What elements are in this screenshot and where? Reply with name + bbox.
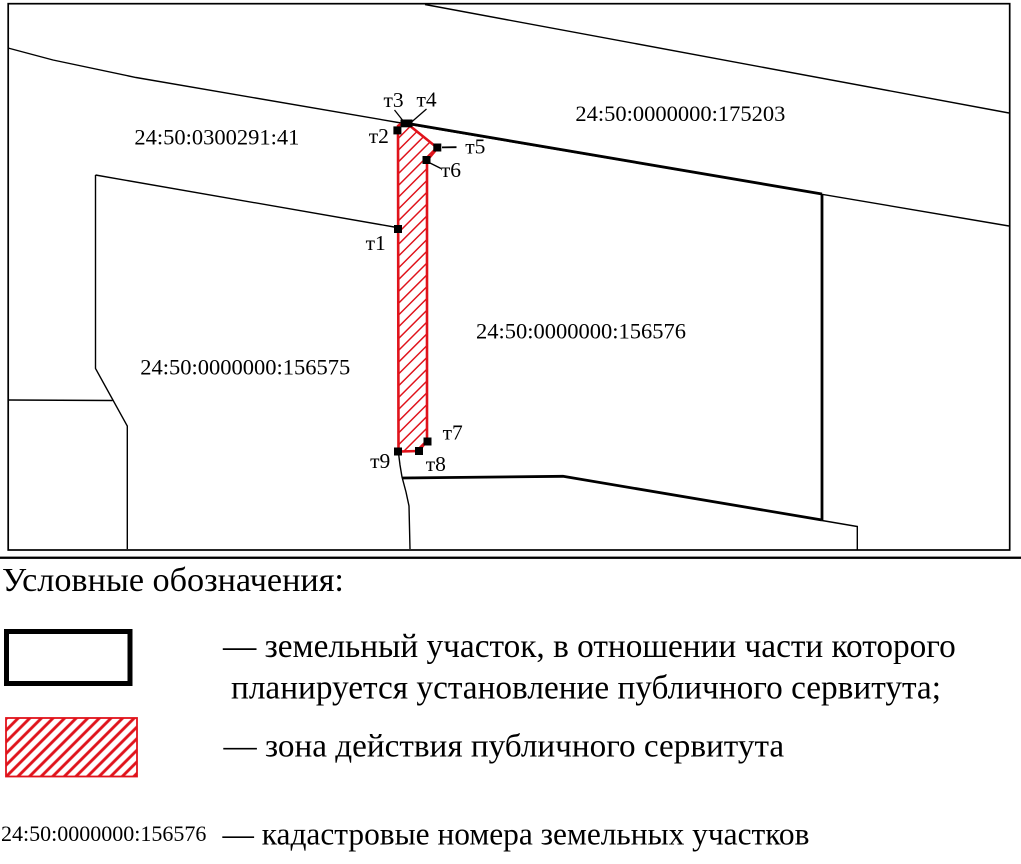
svg-text:24:50:0000000:156576: 24:50:0000000:156576 [1, 821, 206, 846]
svg-text:24:50:0000000:175203: 24:50:0000000:175203 [575, 101, 785, 126]
svg-text:24:50:0000000:156576: 24:50:0000000:156576 [476, 319, 686, 344]
svg-text:24:50:0300291:41: 24:50:0300291:41 [134, 125, 299, 150]
svg-text:— зона действия публичного сер: — зона действия публичного сервитута [223, 728, 785, 765]
svg-text:т8: т8 [426, 452, 446, 476]
svg-text:т1: т1 [366, 231, 386, 255]
svg-text:т3: т3 [384, 88, 404, 112]
svg-text:планируется установление публи: планируется установление публичного серв… [231, 670, 941, 707]
svg-text:т9: т9 [370, 449, 390, 473]
svg-text:Условные обозначения:: Условные обозначения: [2, 562, 344, 599]
svg-text:24:50:0000000:156575: 24:50:0000000:156575 [140, 355, 350, 380]
svg-text:— земельный участок, в отношен: — земельный участок, в отношении части к… [222, 628, 956, 665]
svg-text:т4: т4 [417, 88, 437, 112]
svg-text:— кадастровые номера земельных: — кадастровые номера земельных участков [222, 817, 810, 852]
svg-text:т7: т7 [443, 421, 463, 445]
svg-text:т2: т2 [369, 124, 389, 148]
svg-text:т6: т6 [441, 158, 461, 182]
svg-text:т5: т5 [465, 135, 485, 159]
